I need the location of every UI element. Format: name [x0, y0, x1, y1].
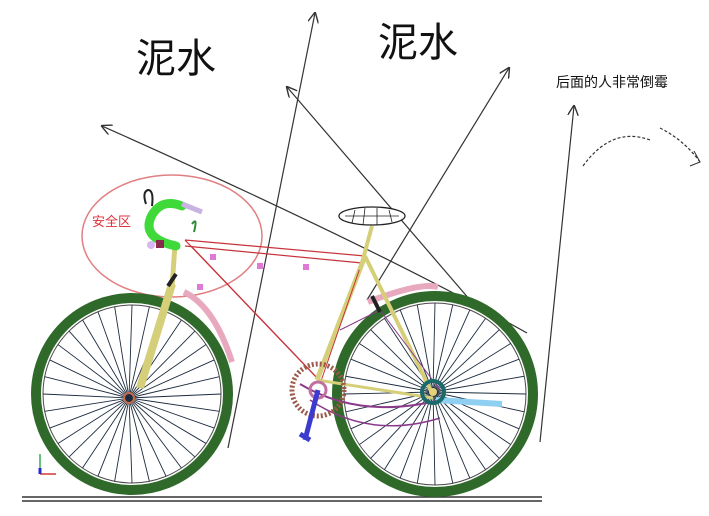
spray-arrow-rear-right	[540, 106, 574, 442]
spray-arrow-rear-long	[287, 87, 470, 300]
mud-label-left: 泥水	[136, 26, 216, 84]
mud-label-right: 泥水	[378, 10, 458, 68]
spray-arrow-rear-up	[367, 68, 509, 300]
ground-line	[22, 497, 542, 501]
safe-zone-label: 安全区	[92, 211, 131, 230]
spray-arc-right	[583, 128, 700, 166]
frame-markers	[197, 254, 309, 290]
spray-arrow-front-back	[228, 13, 315, 448]
people-behind-label: 后面的人非常倒霉	[556, 72, 668, 92]
